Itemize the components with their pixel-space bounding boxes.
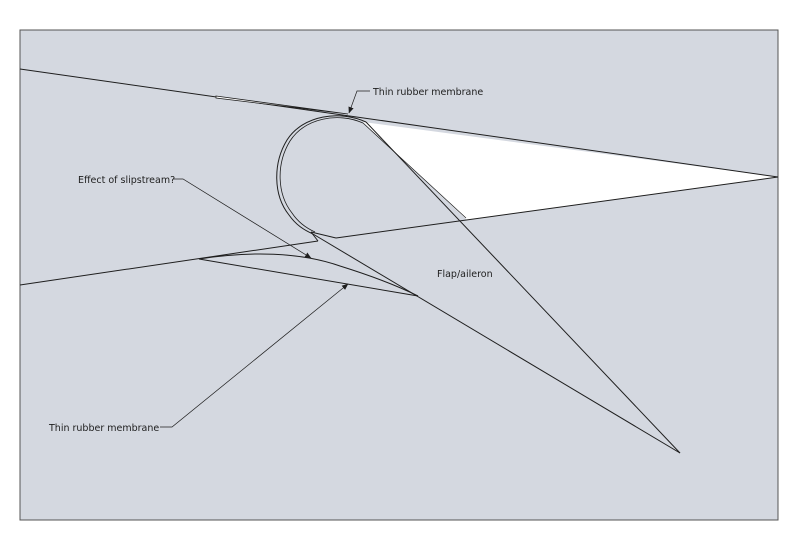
flap-nose-inner bbox=[279, 117, 364, 233]
flap-nose-outer bbox=[276, 115, 367, 235]
flap-upper-surface-inner bbox=[362, 122, 467, 219]
leader-bottom-membrane bbox=[160, 283, 349, 428]
label-top-membrane: Thin rubber membrane bbox=[372, 87, 483, 98]
wing-upper-surface bbox=[19, 68, 779, 178]
wing-lower-surface-aft bbox=[335, 176, 779, 239]
leader-top-membrane bbox=[348, 90, 370, 114]
wing-lower-surface-fwd bbox=[19, 240, 319, 286]
leader-slipstream bbox=[173, 178, 312, 259]
lower-membrane-lower-edge bbox=[198, 258, 419, 297]
lower-membrane-upper-edge bbox=[198, 253, 419, 297]
canvas-background bbox=[19, 29, 779, 521]
flap-upper-surface bbox=[365, 121, 681, 454]
label-bottom-membrane: Thin rubber membrane bbox=[48, 423, 159, 434]
flap-lower-surface bbox=[312, 233, 681, 454]
upper-membrane-sliver bbox=[215, 95, 349, 115]
wing-lower-cove bbox=[310, 231, 337, 239]
label-flap: Flap/aileron bbox=[437, 269, 493, 280]
label-slipstream: Effect of slipstream? bbox=[78, 175, 175, 186]
wing-wedge-fill bbox=[363, 122, 778, 220]
